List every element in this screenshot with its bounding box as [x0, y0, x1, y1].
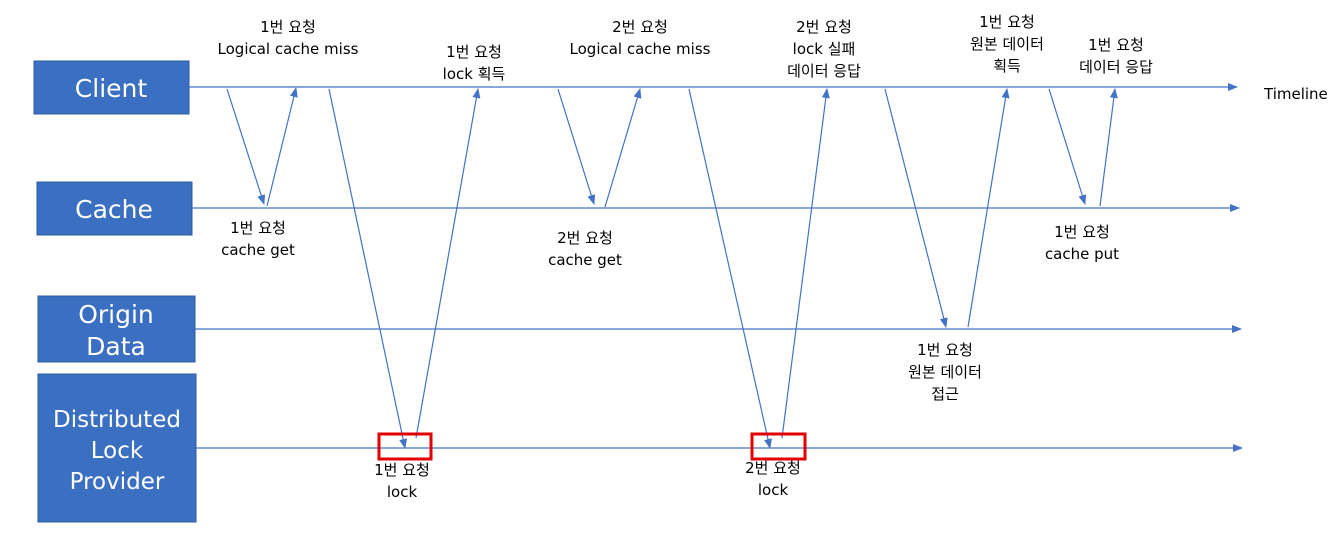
note-req1-logical-miss: 1번 요청 Logical cache miss	[218, 18, 359, 58]
lock-highlight-req1	[377, 432, 433, 461]
svg-text:1번 요청: 1번 요청	[917, 341, 973, 359]
svg-text:2번 요청: 2번 요청	[612, 18, 668, 36]
arrow-req1-lock-to-client	[415, 88, 481, 439]
svg-text:1번 요청: 1번 요청	[260, 18, 316, 36]
svg-text:cache put: cache put	[1045, 245, 1119, 263]
svg-text:cache get: cache get	[221, 241, 295, 259]
arrow-req1-client-to-origin	[884, 88, 948, 328]
arrow-req1-cache-to-client-response	[1099, 88, 1118, 207]
note-req1-cache-get: 1번 요청 cache get	[221, 219, 295, 259]
svg-text:1번 요청: 1번 요청	[446, 43, 502, 61]
svg-text:1번 요청: 1번 요청	[1054, 223, 1110, 241]
lane-cache-label: Cache	[75, 195, 153, 224]
svg-text:2번 요청: 2번 요청	[557, 229, 613, 247]
arrow-req1-client-to-cache	[226, 88, 266, 205]
arrow-req1-origin-to-client	[967, 88, 1010, 328]
lane-lock-label-line2: Lock	[91, 438, 144, 464]
svg-text:lock: lock	[758, 481, 789, 499]
note-req1-data-response: 1번 요청 데이터 응답	[1079, 36, 1153, 76]
lane-lock-label-line3: Provider	[70, 469, 165, 495]
svg-text:1번 요청: 1번 요청	[979, 13, 1035, 31]
svg-text:1번 요청: 1번 요청	[374, 461, 430, 479]
arrow-req1-client-to-cache-put	[1048, 88, 1087, 205]
arrow-req2-client-to-lock	[688, 88, 772, 449]
svg-text:원본 데이터: 원본 데이터	[908, 363, 982, 381]
svg-text:원본 데이터: 원본 데이터	[970, 35, 1044, 53]
svg-text:lock 실패: lock 실패	[793, 40, 856, 58]
arrow-req2-lock-to-client	[781, 88, 830, 439]
lane-lock-label-line1: Distributed	[53, 407, 181, 433]
arrow-req1-cache-to-client	[266, 87, 298, 207]
svg-text:cache get: cache get	[548, 251, 622, 269]
note-req1-origin-acquired: 1번 요청 원본 데이터 획득	[970, 13, 1044, 75]
arrow-req2-cache-to-client	[604, 88, 642, 208]
svg-text:lock: lock	[387, 483, 418, 501]
svg-text:1번 요청: 1번 요청	[230, 219, 286, 237]
lane-origin-data: Origin Data	[37, 295, 196, 363]
lane-client: Client	[33, 60, 190, 115]
note-req1-cache-put: 1번 요청 cache put	[1045, 223, 1119, 263]
note-req1-lock-acquired: 1번 요청 lock 획득	[443, 43, 506, 83]
note-req2-lock-failed: 2번 요청 lock 실패 데이터 응답	[787, 18, 861, 80]
lane-client-label: Client	[75, 74, 148, 103]
lane-origin-label-line2: Data	[86, 332, 146, 361]
svg-text:데이터 응답: 데이터 응답	[1079, 58, 1153, 76]
note-req2-logical-miss: 2번 요청 Logical cache miss	[570, 18, 711, 58]
svg-text:2번 요청: 2번 요청	[796, 18, 852, 36]
note-req1-lock: 1번 요청 lock	[374, 461, 430, 501]
timeline-label: Timeline	[1263, 85, 1328, 103]
lane-distributed-lock-provider: Distributed Lock Provider	[37, 373, 197, 523]
svg-text:접근: 접근	[931, 385, 959, 403]
svg-text:획득: 획득	[993, 57, 1021, 75]
note-req2-cache-get: 2번 요청 cache get	[548, 229, 622, 269]
svg-text:Logical cache miss: Logical cache miss	[218, 40, 359, 58]
svg-text:lock 획득: lock 획득	[443, 65, 506, 83]
svg-text:데이터 응답: 데이터 응답	[787, 62, 861, 80]
svg-text:2번 요청: 2번 요청	[745, 459, 801, 477]
arrow-req1-client-to-lock	[328, 88, 408, 449]
note-req1-origin-access: 1번 요청 원본 데이터 접근	[908, 341, 982, 403]
svg-text:1번 요청: 1번 요청	[1088, 36, 1144, 54]
arrow-req2-client-to-cache	[557, 88, 596, 205]
note-req2-lock: 2번 요청 lock	[745, 459, 801, 499]
svg-text:Logical cache miss: Logical cache miss	[570, 40, 711, 58]
lane-origin-label-line1: Origin	[78, 300, 154, 329]
lane-cache: Cache	[36, 181, 193, 236]
lock-highlight-req2	[750, 432, 807, 461]
